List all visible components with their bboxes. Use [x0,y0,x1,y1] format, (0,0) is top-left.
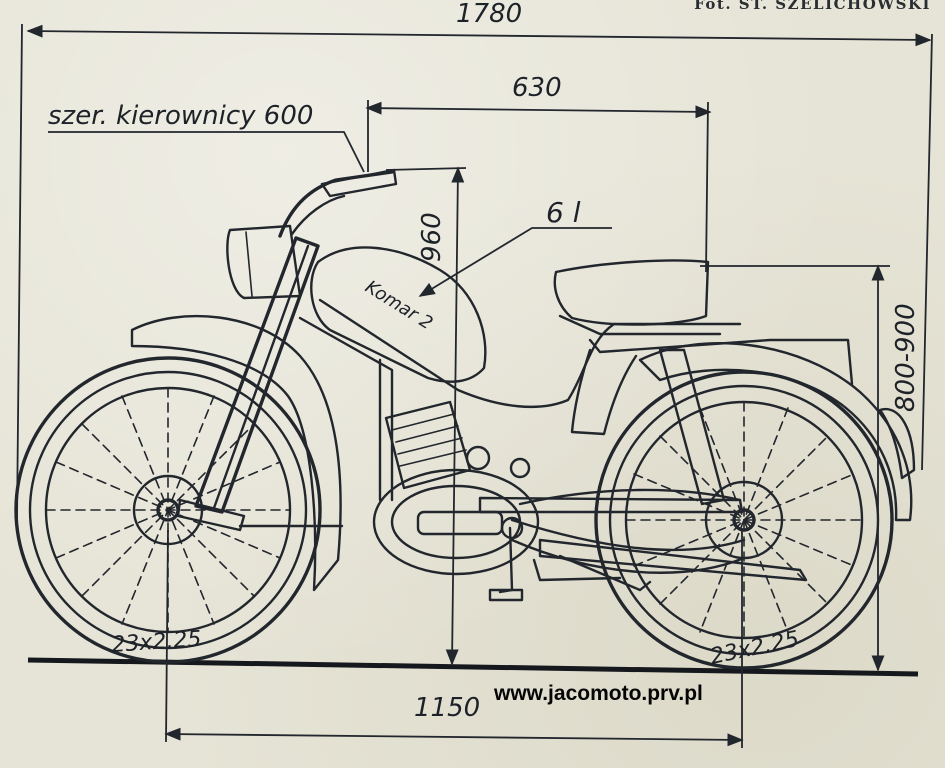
tank-capacity-leader [418,227,612,297]
pedal [488,588,524,602]
handlebar-width-leader [48,131,365,173]
swing-arm [478,496,744,514]
rear-wheel [594,370,894,670]
stand [532,558,622,582]
rear-tyre-label: 23x2.25 [708,627,801,670]
front-fork [194,236,320,514]
front-fork-inner [212,244,310,510]
wheelbase-extension-left [165,529,169,743]
rear-mudguard [638,342,913,522]
overall-length-extension-left [16,23,23,521]
handlebar-height-label: 960 [417,212,447,262]
wheelbase-dimension-line [164,727,744,747]
wheelbase-label: 1150 [414,693,480,723]
front-tyre-label: 23x2.25 [111,627,203,658]
website-watermark: www.jacomoto.prv.pl [494,682,703,705]
front-wheel [14,356,322,664]
handlebar-to-seat-label: 630 [512,73,562,103]
tank-capacity-label: 6 l [546,196,581,229]
handlebar-height-extension [385,167,467,171]
overall-length-label: 1780 [456,0,522,29]
main-frame [318,298,742,409]
overall-length-extension-right [921,33,933,471]
headlight [226,224,302,300]
rear-frame [588,338,854,386]
tank-brand-label: Komar 2 [361,276,436,334]
fork-stay [176,498,246,532]
rear-light [878,407,916,480]
handlebar-to-seat-dimension-line [365,101,712,119]
overall-length-dimension-line [26,24,932,47]
fuel-tank [310,246,487,383]
chain [510,518,746,552]
seat-height-label: 800-900 [891,303,921,412]
handlebar-to-seat-extension-right [705,101,709,273]
handlebar-width-label: szer. kierownicy 600 [48,101,313,131]
engine [372,400,540,576]
photo-credit: Fot. ST. SZELICHOWSKI [694,0,931,13]
seat [553,259,710,326]
exhaust [538,538,808,582]
